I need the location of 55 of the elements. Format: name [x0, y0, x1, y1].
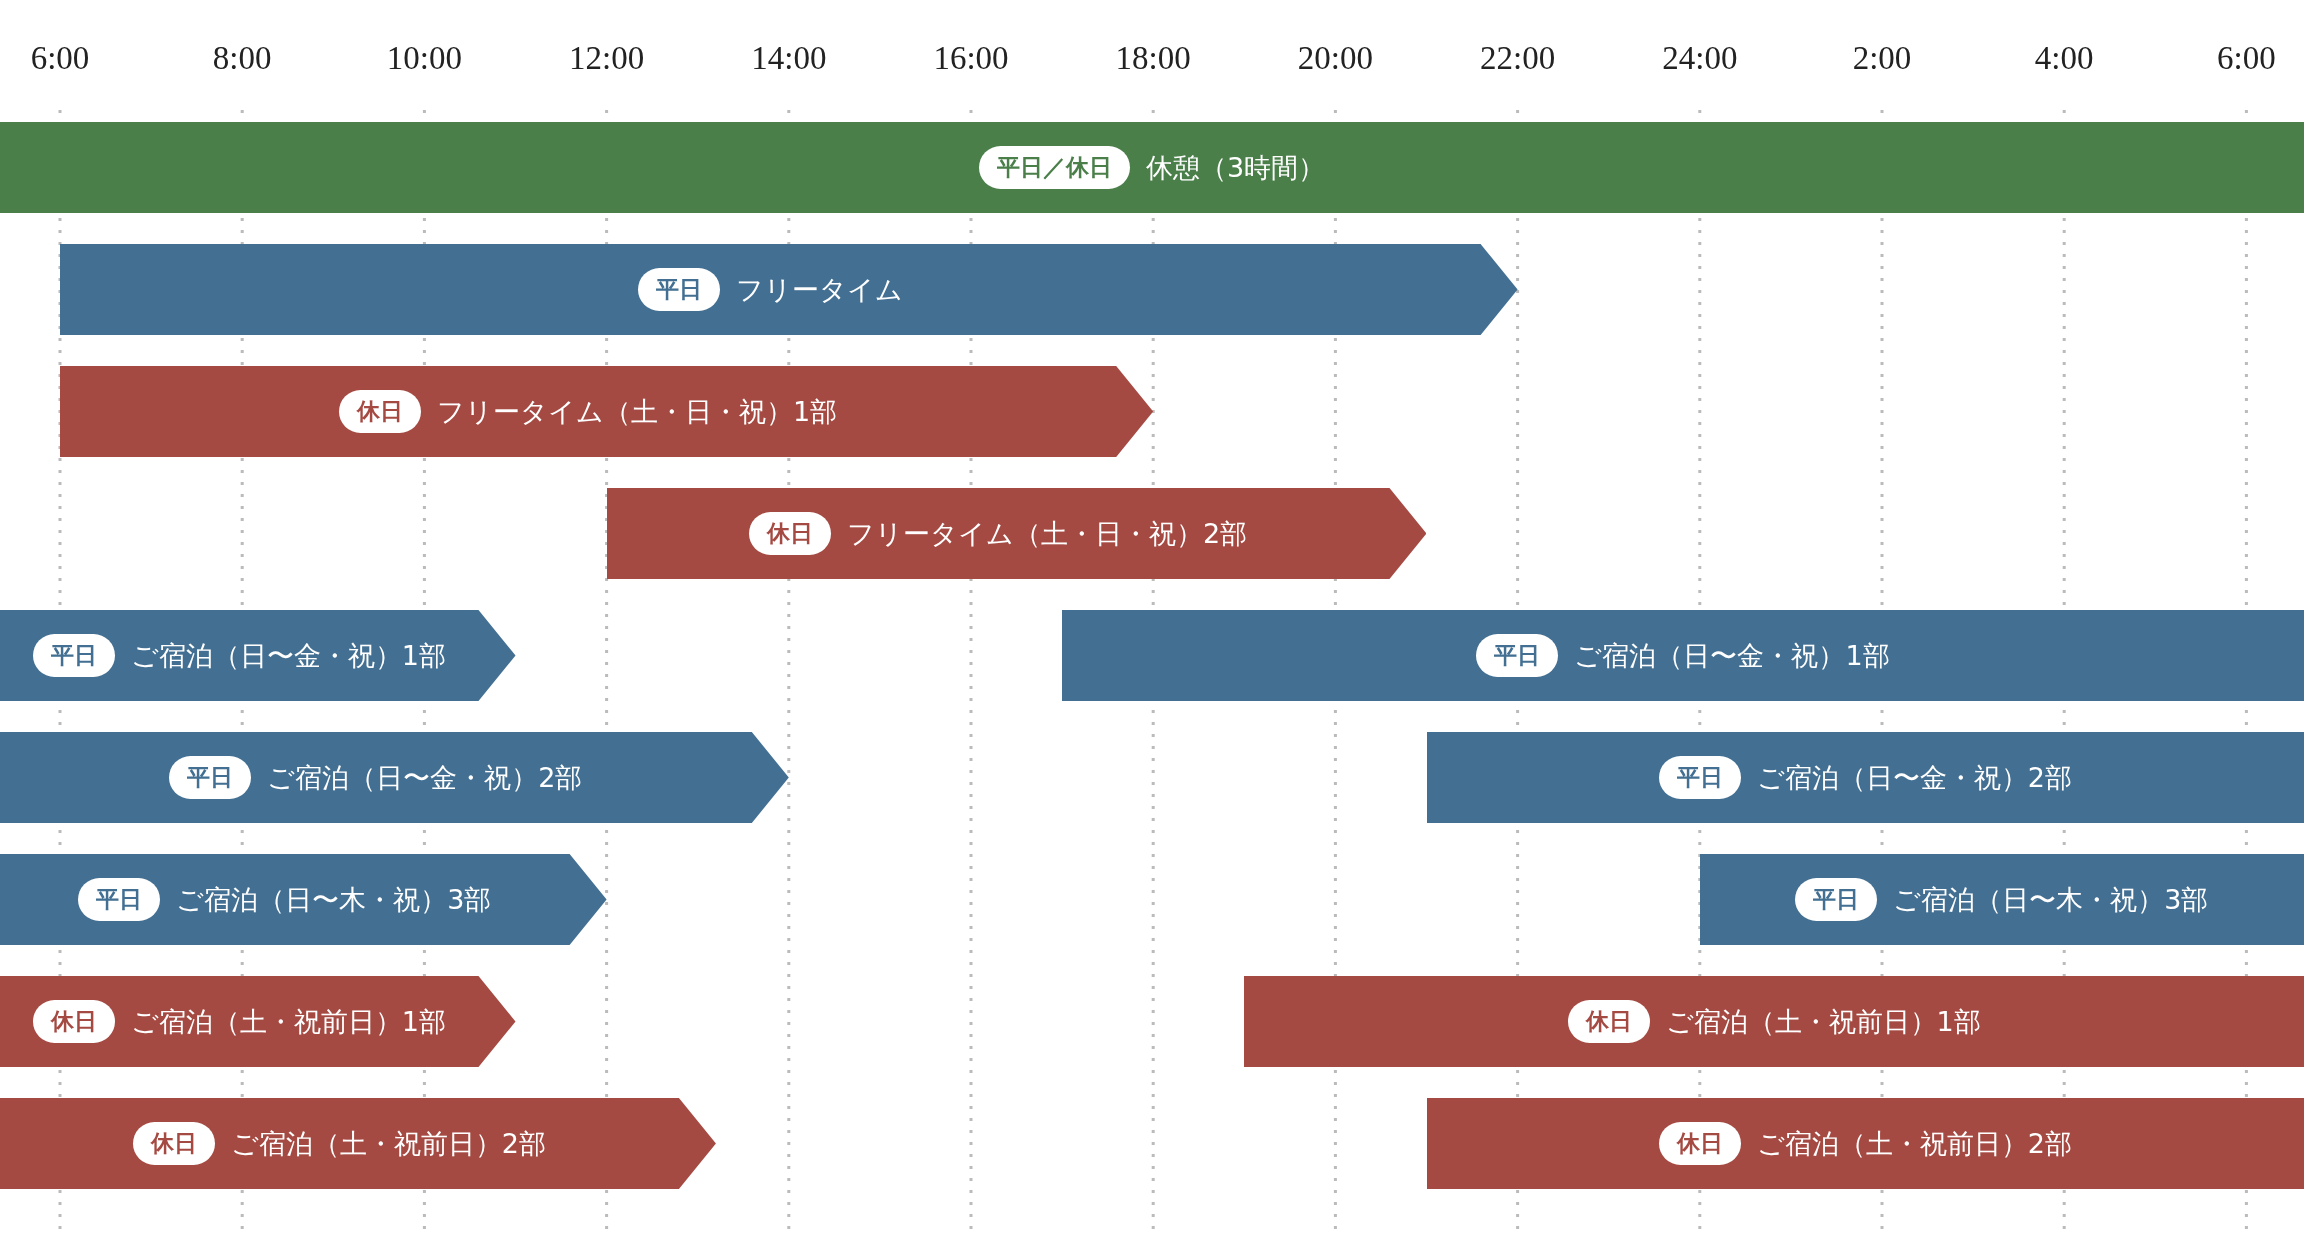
day-type-tag: 休日 [132, 1122, 215, 1165]
plan-label: ご宿泊（日〜木・祝）3部 [176, 882, 492, 917]
arrow-bar [0, 610, 516, 701]
arrow-bar [0, 976, 516, 1067]
day-type-tag: 休日 [748, 512, 831, 555]
plan-label: ご宿泊（日〜金・祝）1部 [1574, 638, 1890, 673]
time-label: 18:00 [1115, 40, 1191, 77]
time-label: 6:00 [2217, 40, 2276, 77]
day-type-tag: 平日 [1795, 878, 1878, 921]
time-label: 12:00 [569, 40, 645, 77]
day-type-tag: 平日 [169, 756, 252, 799]
arrow-bar [60, 244, 1518, 335]
time-label: 24:00 [1662, 40, 1738, 77]
timeline-bar [1426, 1098, 2304, 1189]
time-label: 6:00 [30, 40, 90, 77]
time-label: 4:00 [2034, 40, 2094, 77]
day-type-tag: 平日 [78, 878, 161, 921]
plan-label: ご宿泊（土・祝前日）1部 [1665, 1004, 1981, 1039]
arrow-bar [606, 488, 1427, 579]
day-type-tag: 平日 [1658, 756, 1741, 799]
day-type-tag: 平日／休日 [978, 146, 1130, 189]
plan-label: ご宿泊（日〜金・祝）2部 [1756, 760, 2072, 795]
arrow-bar [60, 366, 1154, 457]
plan-label: ご宿泊（日〜金・祝）1部 [130, 638, 446, 673]
time-label: 10:00 [386, 40, 462, 77]
day-type-tag: 平日 [637, 268, 720, 311]
time-label: 2:00 [1852, 40, 1912, 77]
timeline-bar [1699, 854, 2304, 945]
plan-label: ご宿泊（土・祝前日）2部 [230, 1126, 547, 1161]
time-label: 8:00 [212, 40, 272, 77]
day-type-tag: 休日 [339, 390, 421, 433]
timeline-bar [0, 122, 2304, 213]
plan-label: フリータイム（土・日・祝）2部 [846, 516, 1248, 551]
day-type-tag: 休日 [32, 1000, 115, 1043]
plan-label: ご宿泊（日〜木・祝）3部 [1893, 882, 2209, 917]
time-label: 20:00 [1297, 40, 1373, 77]
time-label: 22:00 [1480, 40, 1556, 77]
arrow-bar [0, 732, 789, 823]
day-type-tag: 平日 [1476, 634, 1559, 677]
day-type-tag: 休日 [1658, 1122, 1741, 1165]
day-type-tag: 平日 [32, 634, 115, 677]
plan-label: フリータイム [735, 272, 903, 307]
day-type-tag: 休日 [1567, 1000, 1650, 1043]
time-label: 16:00 [933, 40, 1009, 77]
timeline-bar [1426, 732, 2304, 823]
plan-label: ご宿泊（日〜金・祝）2部 [267, 760, 583, 795]
arrow-bar [0, 1098, 716, 1189]
arrow-bar [0, 854, 607, 945]
plan-label: ご宿泊（土・祝前日）1部 [130, 1004, 446, 1039]
plan-label: フリータイム（土・日・祝）1部 [437, 394, 838, 429]
plan-label: 休憩（3時間） [1145, 150, 1326, 185]
timeline-bar [1244, 976, 2304, 1067]
timeline-bar [1062, 610, 2304, 701]
time-label: 14:00 [751, 40, 827, 77]
plan-label: ご宿泊（土・祝前日）2部 [1756, 1126, 2072, 1161]
